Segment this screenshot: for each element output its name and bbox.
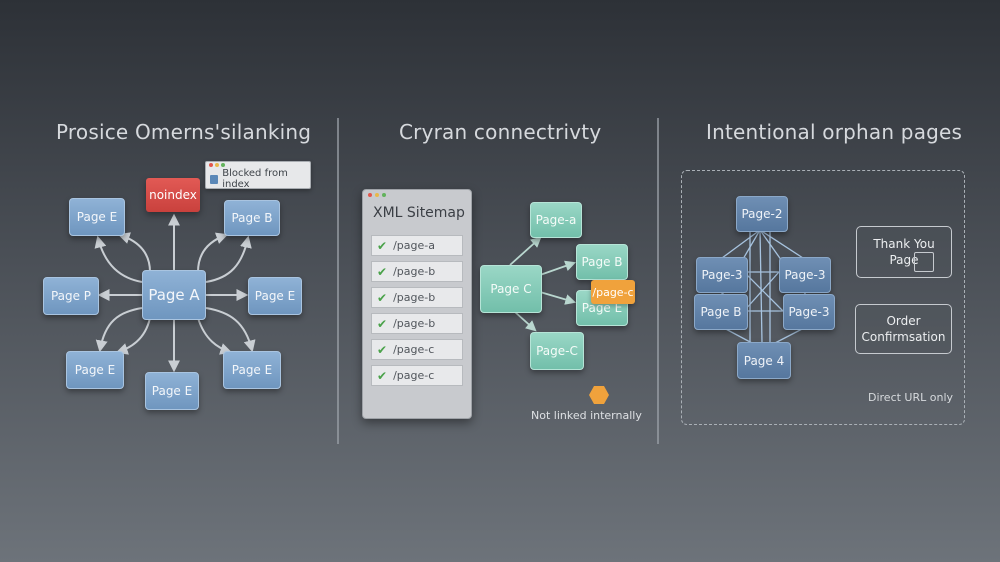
- divider-2: [657, 118, 659, 444]
- order-confirmation-card: Order Confirmsation: [855, 304, 952, 354]
- check-icon: ✔: [377, 238, 388, 253]
- node-page-c-center: Page C: [480, 265, 542, 313]
- node-page-a-teal: Page-a: [530, 202, 582, 238]
- check-icon: ✔: [377, 290, 388, 305]
- check-icon: ✔: [377, 264, 388, 279]
- node-page-e-teal: Page E: [576, 290, 628, 326]
- noindex-badge: noindex: [146, 178, 200, 212]
- not-linked-caption: Not linked internally: [531, 409, 642, 422]
- node-page-3-right: Page-3: [779, 257, 831, 293]
- blocked-label: Blocked from index: [222, 168, 288, 190]
- orphan-pages-frame: [681, 170, 965, 425]
- node-left-bottom-left: Page E: [66, 351, 124, 389]
- node-left-bottom-right: Page E: [223, 351, 281, 389]
- node-page-c-bottom: Page-C: [530, 332, 584, 370]
- node-page-b-teal: Page B: [576, 244, 628, 280]
- check-icon: ✔: [377, 368, 388, 383]
- direct-url-caption: Direct URL only: [868, 391, 954, 404]
- node-page-2: Page-2: [736, 196, 788, 232]
- blocked-from-index-window: Blocked from index: [205, 161, 311, 190]
- orphan-hexagon-icon: [589, 386, 609, 404]
- sitemap-title: XML Sitemap: [373, 205, 465, 221]
- panel-title-middle: Cryran connectrivty: [399, 120, 602, 144]
- page-window-icon: [914, 252, 934, 272]
- node-page-4: Page 4: [737, 342, 791, 379]
- xml-sitemap-window: XML Sitemap ✔/page-a ✔/page-b ✔/page-b ✔…: [362, 189, 472, 419]
- sitemap-row: ✔/page-b: [371, 313, 463, 334]
- thank-you-page-card: Thank You Page: [856, 226, 952, 278]
- panel-title-right: Intentional orphan pages: [706, 120, 963, 144]
- check-icon: ✔: [377, 342, 388, 357]
- node-left-top-left: Page E: [69, 198, 125, 236]
- sitemap-row: ✔/page-a: [371, 235, 463, 256]
- node-left-left: Page P: [43, 277, 99, 315]
- node-left-top-right: Page B: [224, 200, 280, 236]
- checkbox-icon: [210, 174, 219, 184]
- node-page-3-left: Page-3: [696, 257, 748, 293]
- sitemap-row: ✔/page-b: [371, 261, 463, 282]
- node-page-a: Page A: [142, 270, 206, 320]
- check-icon: ✔: [377, 316, 388, 331]
- sitemap-row: ✔/page-c: [371, 339, 463, 360]
- node-left-bottom: Page E: [145, 372, 199, 410]
- orphan-page-tag: /page-c: [591, 280, 635, 304]
- node-page-b-right: Page B: [694, 294, 748, 330]
- node-page-3-lower: Page-3: [783, 294, 835, 330]
- sitemap-row: ✔/page-c: [371, 365, 463, 386]
- panel-title-left: Prosice Omerns'silanking: [56, 120, 312, 144]
- node-left-right: Page E: [248, 277, 302, 315]
- sitemap-row: ✔/page-b: [371, 287, 463, 308]
- divider-1: [337, 118, 339, 444]
